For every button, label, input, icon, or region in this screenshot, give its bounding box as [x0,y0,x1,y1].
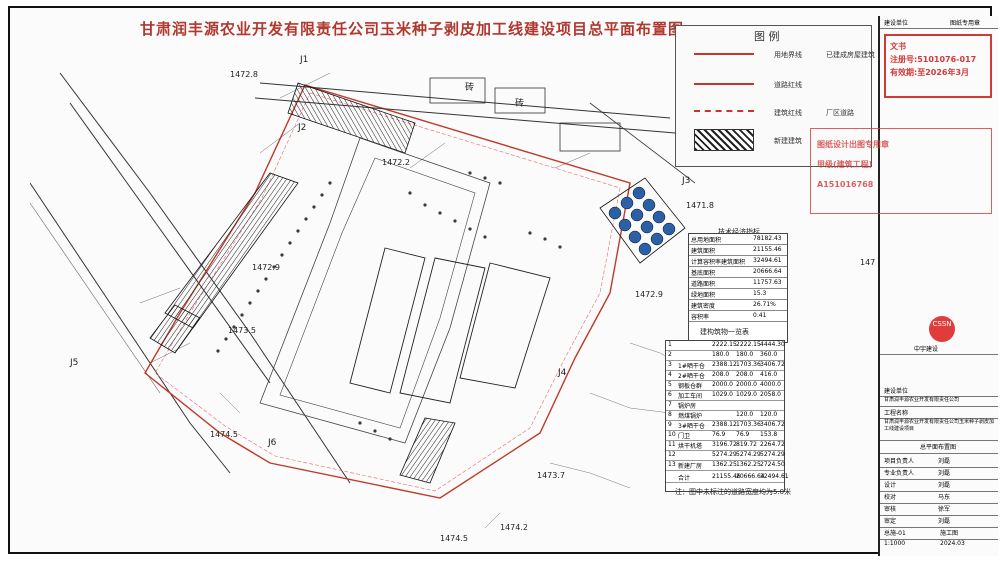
client-label: 建设单位 [880,386,998,397]
role-row: 设计刘磊 [880,480,998,492]
point-label: J6 [268,438,277,448]
legend-title: 图 例 [754,30,780,43]
drawing-note: 注：图中未标注的道路宽度均为5.0米 [675,488,792,496]
elevation-label: 1474.5 [440,534,468,543]
legend-swatch [694,83,754,85]
tech-table-title: 技术经济指标 [718,228,760,236]
elevation-label: 1473.5 [228,326,256,335]
elevation-label: 1472.8 [230,70,258,79]
legend-item: 已建成房屋建筑 [826,51,875,59]
elevation-label: 147 [860,258,876,267]
building-label: 砖 [515,99,525,109]
elevation-label: 1474.2 [500,523,528,532]
legend-swatch [694,129,754,151]
title-block: 建设单位 图纸专用章 文书 注册号:5101076-017 有效期:至2026年… [810,16,998,556]
point-label: J3 [682,176,691,186]
project-label: 工程名称 [880,408,998,419]
point-label: J4 [558,368,567,378]
elevation-label: 1474.5 [210,430,238,439]
legend-swatch [694,110,754,112]
legend-item: 建筑红线 [774,109,802,117]
client-name: 甘肃润丰源农业开发有限责任公司 [880,396,998,407]
site-plan [30,72,695,529]
building-table-title: 建构筑物一览表 [700,328,749,336]
drawing-sheet: 甘肃润丰源农业开发有限责任公司玉米种子剥皮加工线建设项目总平面布置图 [8,6,998,556]
elevation-label: 1471.8 [686,201,714,210]
role-row: 项目负责人刘磊 [880,456,998,468]
elevation-label: 1472.2 [382,158,410,167]
company-name: 中宇建设 [880,344,998,355]
point-label: J2 [298,123,307,133]
role-row: 校对马东 [880,492,998,504]
role-row: 审定刘磊 [880,516,998,528]
role-row: 专业负责人刘磊 [880,468,998,480]
elevation-label: 1473.7 [537,471,565,480]
legend-swatch [694,53,754,55]
elevation-label: 1472.9 [252,263,280,272]
drawing-name: 总平面布置图 [880,442,998,454]
role-row: 审核徐军 [880,504,998,516]
legend: 图 例 用地界线 道路红线 建筑红线 新建建筑 已建成房屋建筑 厂区道路 [675,25,875,167]
legend-item: 厂区道路 [826,109,854,117]
elevation-label: 1472.9 [635,290,663,299]
page-title: 甘肃润丰源农业开发有限责任公司玉米种子剥皮加工线建设项目总平面布置图 [140,20,685,38]
building-label: 砖 [465,83,475,93]
legend-item: 新建建筑 [774,137,802,145]
registration-stamp: 文书 注册号:5101076-017 有效期:至2026年3月 [884,34,992,98]
point-label: J5 [70,358,79,368]
company-logo: CSSN [929,316,955,342]
design-stamp: 图纸设计出图专用章 甲级(建筑工程) A151016768 [810,128,992,214]
legend-item: 道路红线 [774,81,802,89]
legend-item: 用地界线 [774,51,802,59]
point-label: J1 [300,55,309,65]
project-name: 甘肃润丰源农业开发有限责任公司玉米种子剥皮加工线建设项目 [880,418,998,441]
title-block-header: 建设单位 图纸专用章 [880,16,998,29]
